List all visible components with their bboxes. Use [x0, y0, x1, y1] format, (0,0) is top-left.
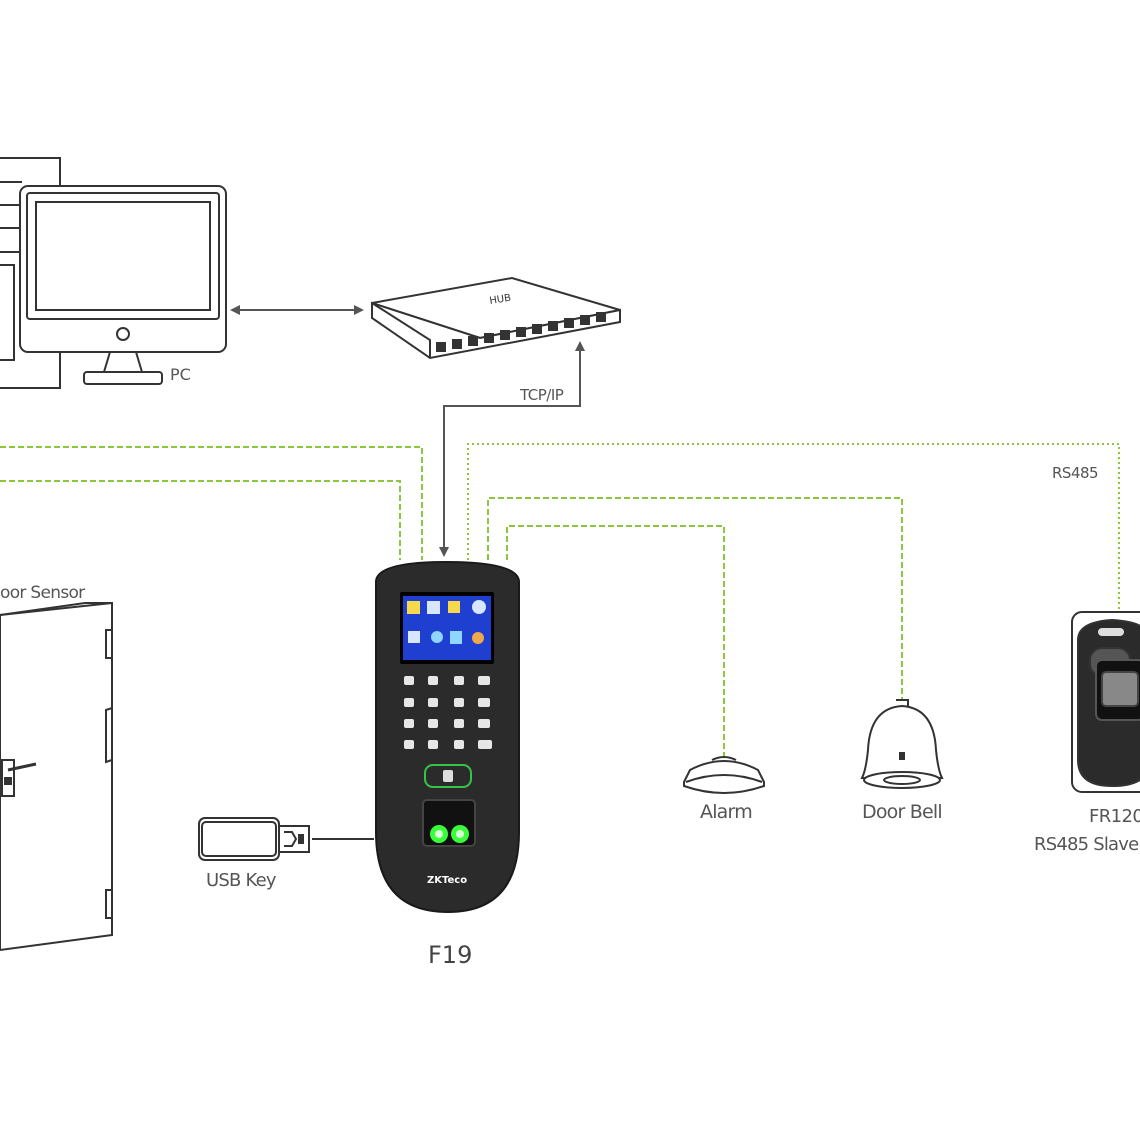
label-usb-key: USB Key: [206, 870, 277, 891]
network-switch-icon: HUB: [371, 276, 621, 360]
label-reader-model: FR120: [1089, 806, 1140, 827]
wiring-lines: [0, 443, 1120, 756]
door-bell-icon: [860, 699, 944, 789]
reader-fr1200-icon: [1071, 611, 1140, 793]
door-icon: [0, 602, 113, 952]
label-pc: PC: [170, 365, 191, 384]
label-rs485: RS485: [1052, 464, 1098, 482]
label-door-bell: Door Bell: [862, 801, 942, 823]
pc-icon: [0, 157, 227, 389]
switch-brand-text: HUB: [489, 293, 512, 307]
label-alarm: Alarm: [700, 801, 752, 823]
keypad: [404, 676, 492, 749]
alarm-icon: [683, 756, 765, 794]
tcpip-link: [439, 341, 585, 557]
usb-key-icon: [198, 817, 310, 861]
label-door-sensor: oor Sensor: [0, 583, 85, 603]
label-reader-role: RS485 Slave: [1034, 834, 1139, 855]
label-tcpip: TCP/IP: [519, 386, 564, 404]
f19-device-icon: ZKTeco: [375, 560, 520, 914]
device-brand-text: ZKTeco: [427, 875, 467, 886]
label-device: F19: [428, 941, 472, 969]
